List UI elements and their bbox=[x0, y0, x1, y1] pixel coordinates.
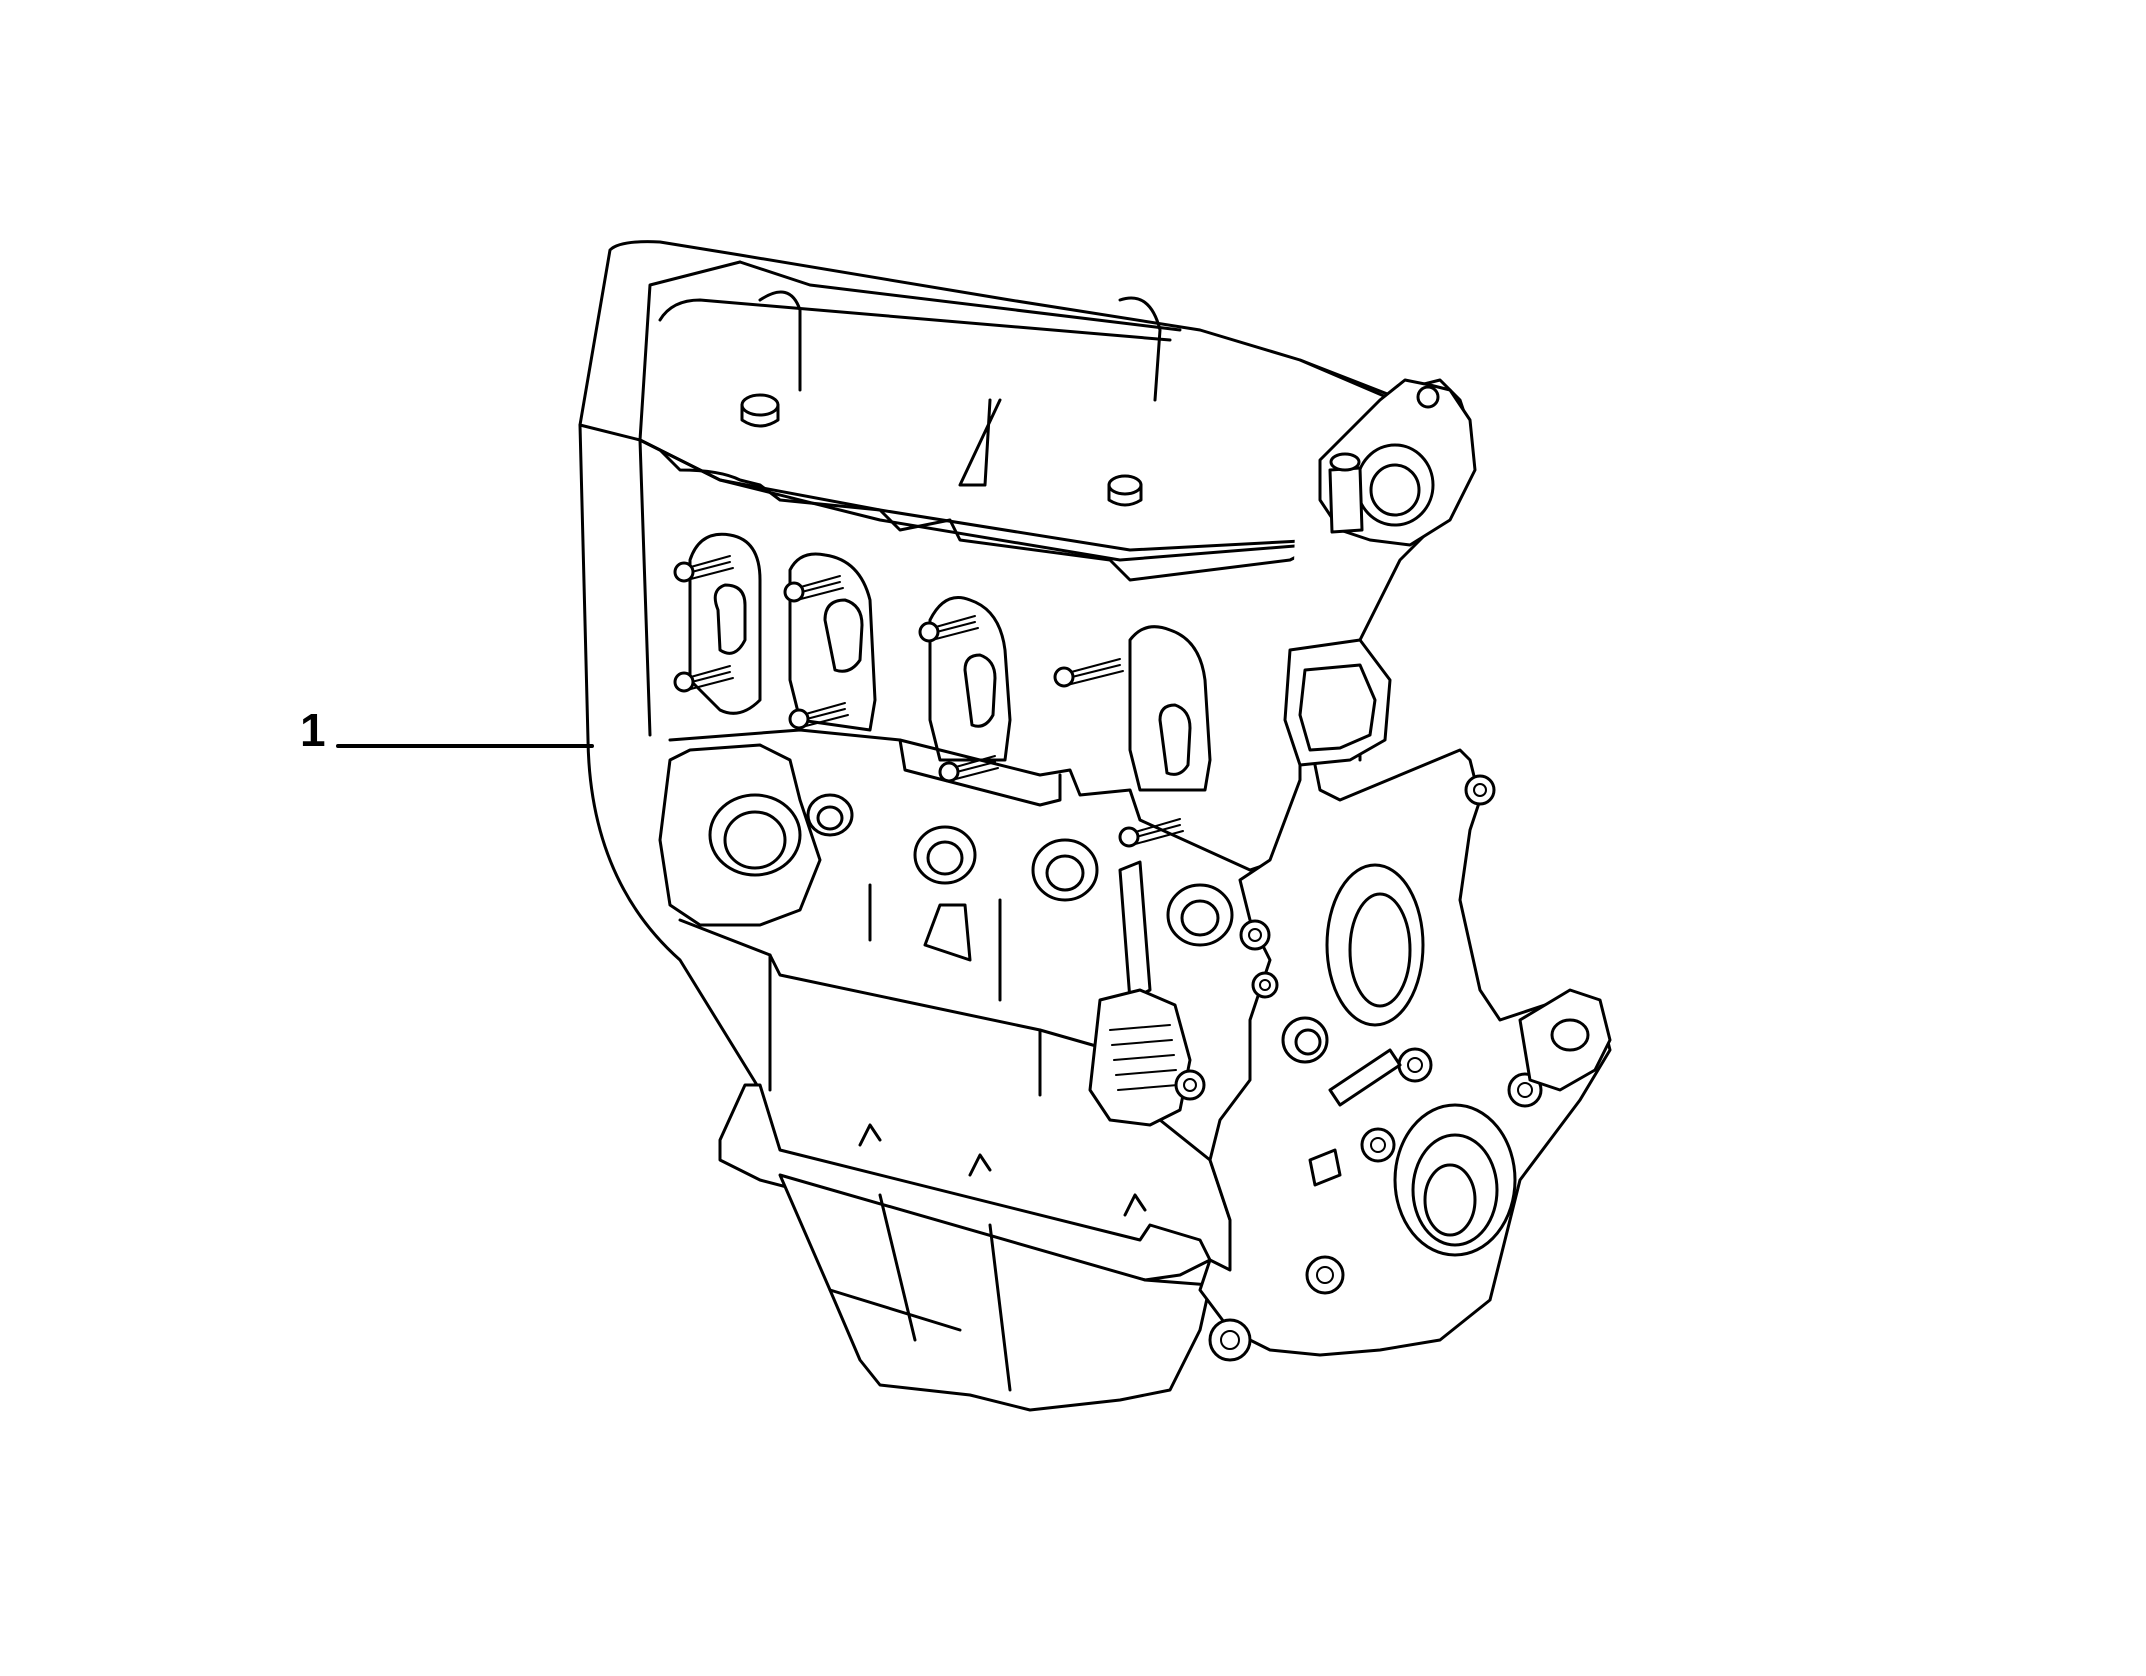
manifold-stud bbox=[1118, 818, 1184, 848]
port-seal bbox=[1031, 838, 1099, 902]
manifold-port-2 bbox=[788, 552, 877, 732]
lower-mount-bracket bbox=[1518, 988, 1612, 1092]
callout-1-label: 1 bbox=[300, 704, 326, 756]
cover-bolt bbox=[740, 393, 780, 428]
mount-bolt bbox=[1328, 466, 1364, 534]
manifold-port-1 bbox=[688, 532, 762, 715]
timing-bolt bbox=[1305, 1255, 1345, 1295]
cylinder-head bbox=[638, 438, 1322, 582]
manifold-stud bbox=[788, 702, 849, 730]
manifold-port-4 bbox=[1128, 625, 1212, 792]
dipstick-tube bbox=[1118, 860, 1152, 1002]
manifold-stud bbox=[1053, 658, 1124, 688]
left-boss bbox=[658, 743, 822, 927]
callout-1[interactable]: 1 bbox=[300, 704, 594, 756]
crank-pulley bbox=[1393, 1103, 1517, 1257]
engine-left-edge bbox=[578, 423, 762, 1137]
cover-bolt bbox=[1107, 474, 1143, 507]
timing-bolt bbox=[1360, 1127, 1396, 1163]
head-gasket-line bbox=[668, 728, 1282, 872]
timing-bolt bbox=[1397, 1047, 1433, 1083]
timing-bolt bbox=[1208, 1318, 1252, 1362]
port-seal bbox=[913, 825, 977, 885]
valve-cover bbox=[578, 240, 1442, 562]
manifold-stud bbox=[673, 555, 734, 583]
mount-bore bbox=[1355, 443, 1435, 527]
port-seal bbox=[1166, 883, 1234, 947]
port-seal bbox=[708, 793, 802, 877]
manifold-stud bbox=[783, 575, 844, 603]
manifold-stud bbox=[673, 665, 734, 693]
engine-illustration bbox=[578, 240, 1612, 1412]
timing-bolt bbox=[1251, 971, 1279, 999]
manifold-port-3 bbox=[928, 596, 1012, 762]
oil-pan bbox=[778, 1173, 1212, 1412]
timing-bolt bbox=[1239, 919, 1271, 951]
manifold-stud bbox=[918, 615, 979, 643]
timing-bolt bbox=[1464, 774, 1496, 806]
timing-bolt bbox=[1174, 1069, 1206, 1101]
oil-pan-flange bbox=[718, 1083, 1212, 1282]
